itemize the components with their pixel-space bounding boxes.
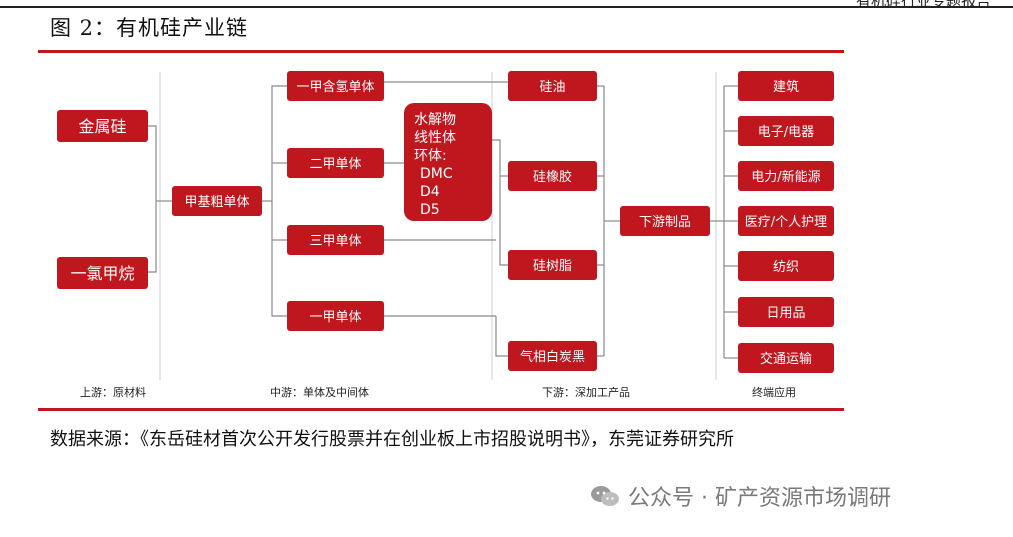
connector-raw-to-crude <box>148 125 172 273</box>
svg-text:医疗/个人护理: 医疗/个人护理 <box>745 215 827 230</box>
svg-text:水解物: 水解物 <box>414 112 456 128</box>
svg-text:建筑: 建筑 <box>773 79 799 95</box>
svg-text:纺织: 纺织 <box>773 260 799 275</box>
svg-text:线性体: 线性体 <box>414 130 456 146</box>
node-methyl-chloride: 一氯甲烷 <box>57 257 148 289</box>
svg-text:三甲单体: 三甲单体 <box>309 234 361 249</box>
header-rule <box>0 6 1013 8</box>
node-silicone-oil: 硅油 <box>508 71 597 101</box>
svg-text:日用品: 日用品 <box>766 306 805 321</box>
watermark: 公众号 · 矿产资源市场调研 <box>590 480 891 512</box>
figure-title: 图 2：有机硅产业链 <box>50 16 249 40</box>
svg-text:DMC: DMC <box>420 166 453 182</box>
node-end-use-4: 医疗/个人护理 <box>738 206 834 236</box>
svg-text:二甲单体: 二甲单体 <box>309 157 361 172</box>
svg-text:甲基粗单体: 甲基粗单体 <box>184 195 249 210</box>
node-monomer-3: 三甲单体 <box>287 225 384 255</box>
stage-label-end-use: 终端应用 <box>752 385 796 399</box>
wechat-icon <box>590 484 620 508</box>
node-monomer-2: 二甲单体 <box>287 148 384 178</box>
svg-text:一甲单体: 一甲单体 <box>309 310 361 325</box>
node-downstream-products: 下游制品 <box>620 206 710 236</box>
top-header-bar: 有机硅行业专题报告 <box>0 0 1013 10</box>
industry-chain-diagram: 金属硅 一氯甲烷 甲基粗单体 一甲含氢单体 二甲单体 三甲单体 一甲单体 水解物… <box>57 71 834 399</box>
header-report-title: 有机硅行业专题报告 <box>855 0 991 10</box>
svg-text:D5: D5 <box>420 202 440 218</box>
node-silicone-resin: 硅树脂 <box>508 250 597 280</box>
svg-text:一甲含氢单体: 一甲含氢单体 <box>296 79 374 95</box>
node-end-use-2: 电子/电器 <box>738 116 834 146</box>
node-monomer-1: 一甲含氢单体 <box>287 71 384 101</box>
node-end-use-7: 交通运输 <box>738 343 834 373</box>
node-end-use-5: 纺织 <box>738 251 834 281</box>
svg-text:硅橡胶: 硅橡胶 <box>533 169 572 185</box>
svg-text:交通运输: 交通运输 <box>760 351 812 367</box>
connector-monomers-to-products <box>384 81 508 317</box>
stage-label-midstream: 中游：单体及中间体 <box>270 385 369 399</box>
svg-text:硅树脂: 硅树脂 <box>533 259 572 274</box>
node-hydrolysis-products: 水解物 线性体 环体: DMC D4 D5 <box>404 103 492 221</box>
connector-crude-to-monomers <box>262 85 287 317</box>
node-end-use-1: 建筑 <box>738 71 834 101</box>
svg-text:电子/电器: 电子/电器 <box>758 125 814 140</box>
connector-deep-to-downstream <box>597 85 620 357</box>
node-silicone-rubber: 硅橡胶 <box>508 161 597 191</box>
connector-hydrolysis-to-deep <box>492 139 508 357</box>
svg-text:硅油: 硅油 <box>539 80 565 95</box>
watermark-text: 公众号 · 矿产资源市场调研 <box>628 486 891 511</box>
figure-top-rule <box>38 50 844 53</box>
node-metal-silicon: 金属硅 <box>57 110 148 142</box>
svg-text:气相白炭黑: 气相白炭黑 <box>520 349 585 365</box>
node-end-use-3: 电力/新能源 <box>738 161 834 191</box>
svg-text:一氯甲烷: 一氯甲烷 <box>70 264 134 283</box>
svg-text:电力/新能源: 电力/新能源 <box>751 169 820 185</box>
stage-label-upstream: 上游：原材料 <box>80 385 146 399</box>
node-end-use-6: 日用品 <box>738 297 834 327</box>
node-monomer-4: 一甲单体 <box>287 301 384 331</box>
source-note: 数据来源：《东岳硅材首次公开发行股票并在创业板上市招股说明书》，东莞证券研究所 <box>50 429 734 450</box>
node-fumed-silica: 气相白炭黑 <box>508 341 597 371</box>
stage-label-downstream: 下游：深加工产品 <box>542 385 630 399</box>
svg-text:金属硅: 金属硅 <box>78 117 126 136</box>
connector-downstream-to-end-uses <box>710 85 738 359</box>
figure-bottom-rule <box>38 408 844 411</box>
svg-text:环体:: 环体: <box>414 148 447 164</box>
node-crude-monomer: 甲基粗单体 <box>172 186 262 216</box>
svg-text:D4: D4 <box>420 184 440 200</box>
svg-text:下游制品: 下游制品 <box>639 215 691 230</box>
